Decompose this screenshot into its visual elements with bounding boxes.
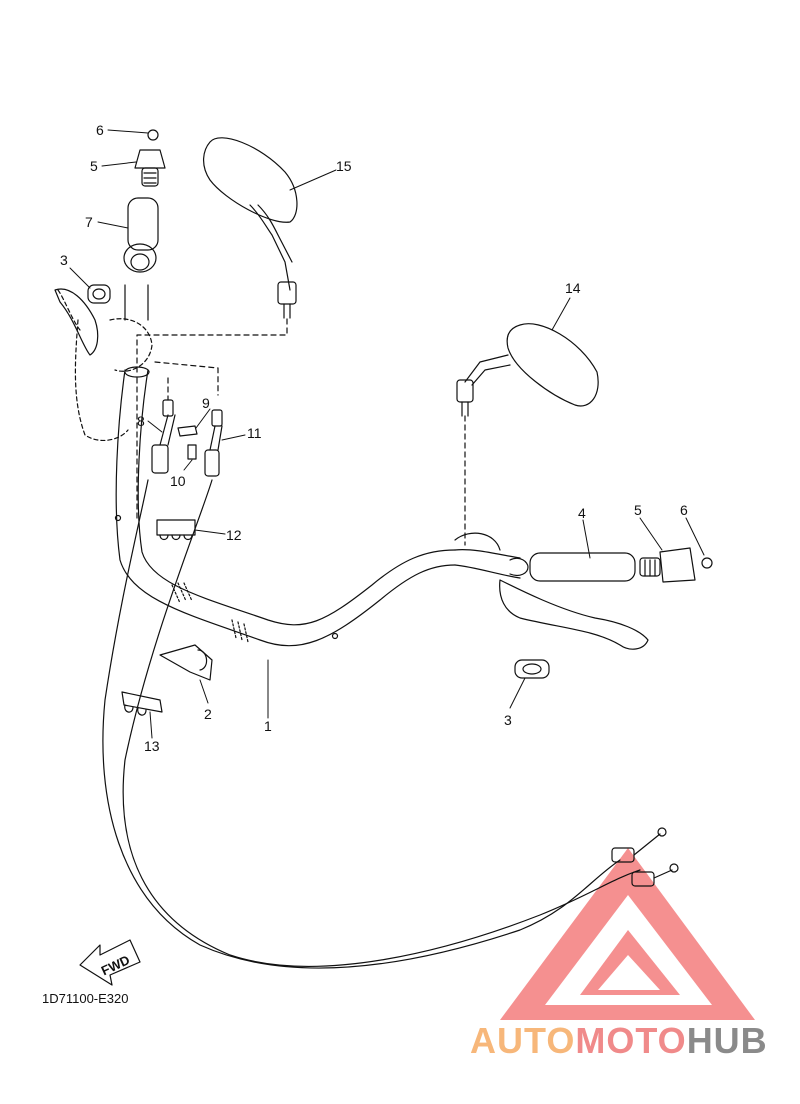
brand-hub: HUB — [687, 1020, 768, 1061]
right-end-weight — [639, 547, 713, 583]
throttle-cables — [102, 479, 679, 969]
callout-3b: 3 — [504, 712, 512, 728]
guide-lines — [136, 317, 466, 546]
left-end-weight — [134, 149, 166, 187]
left-end-screw — [147, 129, 159, 141]
callout-4: 4 — [578, 505, 586, 521]
callout-13: 13 — [144, 738, 160, 754]
mirror-left-14 — [456, 323, 599, 417]
callout-12: 12 — [226, 527, 242, 543]
left-clamp — [87, 284, 111, 304]
brand-moto: MOTO — [575, 1020, 686, 1061]
callout-14: 14 — [565, 280, 581, 296]
cable-holder-2 — [159, 644, 213, 681]
callout-6: 6 — [96, 122, 104, 138]
right-lever — [499, 579, 649, 650]
switch-connector-8 — [151, 399, 176, 474]
right-clamp — [514, 659, 550, 679]
right-grip — [454, 532, 636, 582]
callout-2: 2 — [204, 706, 212, 722]
left-lever — [54, 288, 99, 356]
left-switch-housing — [57, 289, 153, 442]
clip-9 — [177, 425, 198, 437]
callout-3: 3 — [60, 252, 68, 268]
diagram-code: 1D71100-E320 — [42, 991, 129, 1006]
cable-guide-12 — [156, 519, 196, 541]
callout-1: 1 — [264, 718, 272, 734]
watermark-logo: AUTOMOTOHUB — [470, 1020, 768, 1061]
watermark-triangle — [500, 848, 755, 1020]
switch-connector-11 — [204, 409, 223, 477]
callout-5: 5 — [90, 158, 98, 174]
callout-8: 8 — [137, 413, 145, 429]
callout-labels: 6 5 7 3 15 14 8 9 11 10 12 4 5 6 2 1 3 1… — [60, 122, 688, 754]
callout-10: 10 — [170, 473, 186, 489]
fwd-arrow-icon — [79, 939, 141, 986]
handlebar — [114, 366, 456, 647]
callout-15: 15 — [336, 158, 352, 174]
svg-text:AUTOMOTOHUB: AUTOMOTOHUB — [470, 1020, 768, 1061]
screw-10 — [187, 444, 197, 460]
callout-6b: 6 — [680, 502, 688, 518]
mirror-right-15 — [203, 137, 298, 319]
left-grip — [123, 197, 159, 321]
callout-7: 7 — [85, 214, 93, 230]
callout-9: 9 — [202, 395, 210, 411]
leader-lines — [69, 129, 705, 739]
brand-auto: AUTO — [470, 1020, 575, 1061]
fwd-label: FWD — [99, 952, 132, 978]
cable-guide-13 — [121, 691, 163, 716]
callout-11: 11 — [247, 425, 262, 441]
callout-5b: 5 — [634, 502, 642, 518]
